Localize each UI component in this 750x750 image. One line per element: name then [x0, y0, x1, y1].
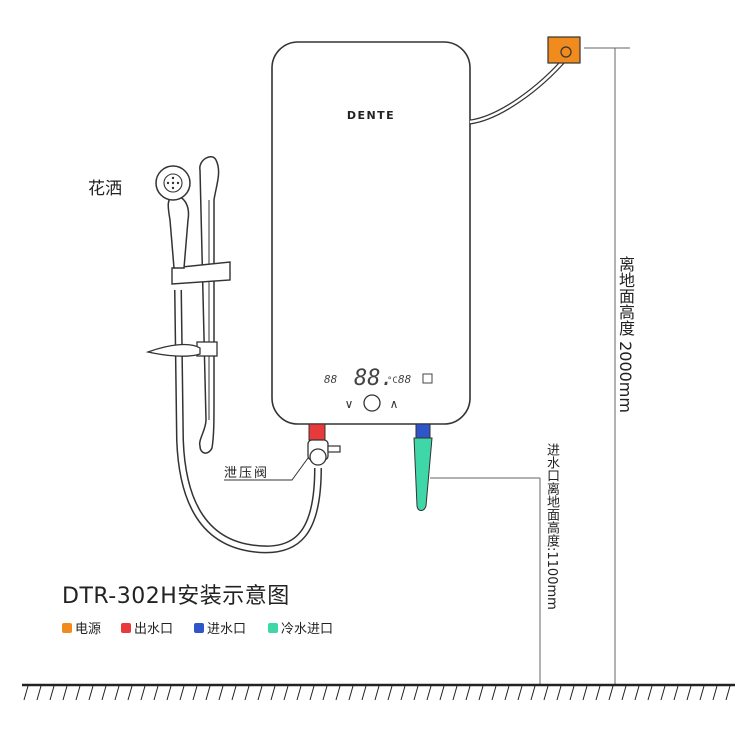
- inlet-pipe: [415, 423, 431, 439]
- display-unit: °C: [387, 376, 398, 386]
- relief-valve-dial: [309, 448, 327, 466]
- legend-power: 电源: [62, 618, 101, 637]
- temp-down-button[interactable]: ∨: [345, 397, 354, 411]
- legend-outlet-label: 出水口: [134, 622, 174, 637]
- power-button[interactable]: [363, 394, 381, 412]
- handset-holder: [171, 261, 231, 285]
- heater-body: [271, 41, 471, 425]
- display-indicator: [422, 373, 433, 384]
- display-panel: 88 88. °C 88: [324, 366, 433, 391]
- legend-inlet-swatch: [194, 622, 204, 633]
- height-1100-label: 进水口离地面高度:1100mm: [544, 443, 559, 610]
- legend-power-label: 电源: [75, 622, 102, 637]
- shower-head-holes: [166, 176, 180, 190]
- display-main-digits: 88.: [354, 366, 394, 391]
- relief-valve-leader: [224, 457, 309, 481]
- display-right-digits: 88: [398, 373, 412, 386]
- power-socket: [560, 46, 572, 58]
- height-1100-dimension: [430, 477, 541, 685]
- floor-hatching: [23, 685, 731, 701]
- relief-valve-handle: [327, 445, 341, 453]
- legend-cold-inlet-label: 冷水进口: [281, 622, 334, 637]
- relief-valve-label: 泄压阀: [224, 466, 270, 481]
- legend-cold-inlet-swatch: [268, 622, 278, 633]
- diagram-title: DTR-302H安装示意图: [62, 584, 290, 609]
- power-cable: [469, 56, 568, 125]
- legend-outlet-swatch: [121, 622, 131, 633]
- brand-logo: DENTE: [347, 109, 395, 122]
- shower-label: 花洒: [88, 179, 122, 199]
- height-2000-label: 离地面高度 2000mm: [616, 256, 635, 413]
- rail-wall-mount: [145, 343, 201, 357]
- legend-power-swatch: [62, 622, 72, 633]
- legend-inlet: 进水口: [194, 618, 246, 637]
- legend-outlet: 出水口: [121, 618, 173, 637]
- temp-up-button[interactable]: ∧: [390, 397, 399, 411]
- display-left-digits: 88: [324, 373, 338, 386]
- legend-inlet-label: 进水口: [207, 622, 247, 637]
- cold-water-pipe: [413, 437, 433, 511]
- outlet-pipe: [308, 423, 326, 441]
- legend-cold-inlet: 冷水进口: [268, 618, 333, 637]
- shower-handle: [167, 195, 190, 269]
- height-2000-dimension: [584, 47, 630, 685]
